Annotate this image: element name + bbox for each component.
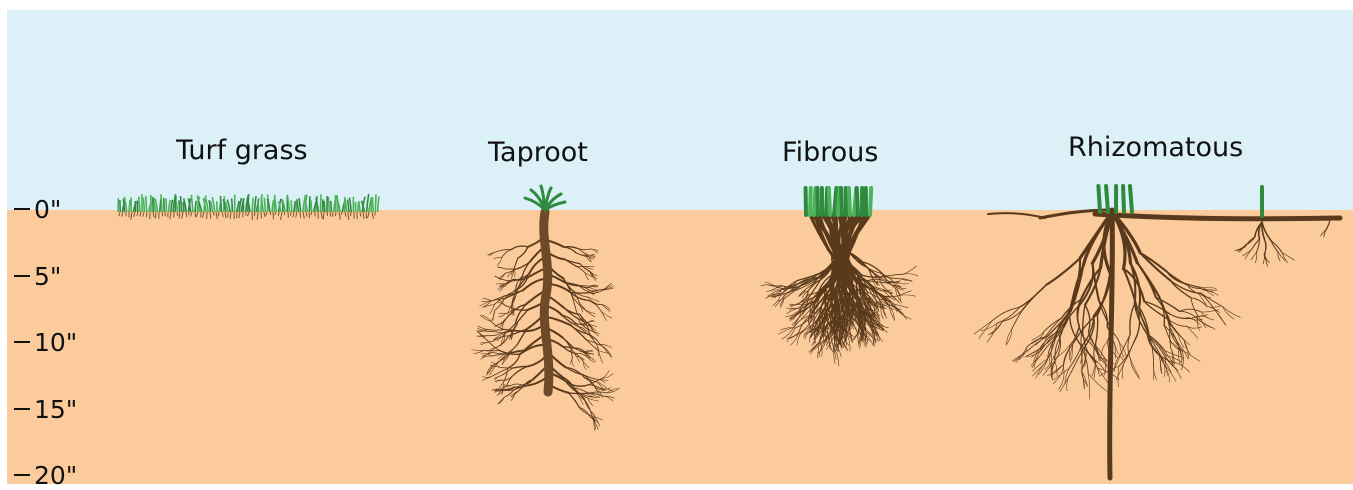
depth-tick-5: 5" — [14, 262, 61, 291]
depth-label-15: 15" — [34, 395, 77, 424]
depth-tick-20: 20" — [14, 461, 77, 490]
depth-tick-15: 15" — [14, 395, 77, 424]
depth-tick-10: 10" — [14, 328, 77, 357]
turf-grass-label: Turf grass — [176, 135, 308, 166]
depth-label-5: 5" — [34, 262, 61, 291]
depth-label-0: 0" — [34, 195, 61, 224]
taproot-label: Taproot — [488, 137, 588, 168]
rhizomatous-label: Rhizomatous — [1068, 132, 1243, 163]
taproot-main-root — [544, 212, 549, 392]
soil-background — [7, 210, 1353, 484]
depth-label-10: 10" — [34, 328, 77, 357]
depth-tick-0: 0" — [14, 195, 61, 224]
sky-background — [7, 10, 1353, 210]
depth-label-20: 20" — [34, 461, 77, 490]
fibrous-label: Fibrous — [782, 137, 878, 168]
